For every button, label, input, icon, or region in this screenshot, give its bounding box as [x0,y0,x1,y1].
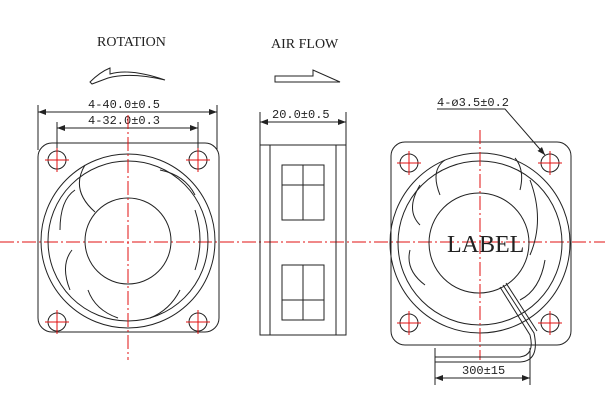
outer-width-dimension: 4-40.0±0.5 [88,98,160,112]
hole-spacing-dimension: 4-32.0±0.3 [88,114,160,128]
label-area: LABEL [447,232,524,258]
airflow-heading: AIR FLOW [271,37,339,52]
side-view: 20.0±0.5 [259,108,347,336]
front-view: 4-40.0±0.5 4-32.0±0.3 [37,98,220,360]
hole-diameter-dimension: 4-ø3.5±0.2 [437,96,509,110]
rotation-heading: ROTATION [97,35,166,50]
back-view: 4-ø3.5±0.2 LABEL 300±15 [389,96,572,385]
mounting-holes [397,151,562,335]
mounting-holes [45,148,210,334]
lead-length-dimension: 300±15 [462,364,505,378]
rotation-arrow-icon [89,67,166,85]
depth-dimension: 20.0±0.5 [272,108,330,122]
airflow-arrow-icon [274,69,341,83]
lead-wires [435,282,538,363]
